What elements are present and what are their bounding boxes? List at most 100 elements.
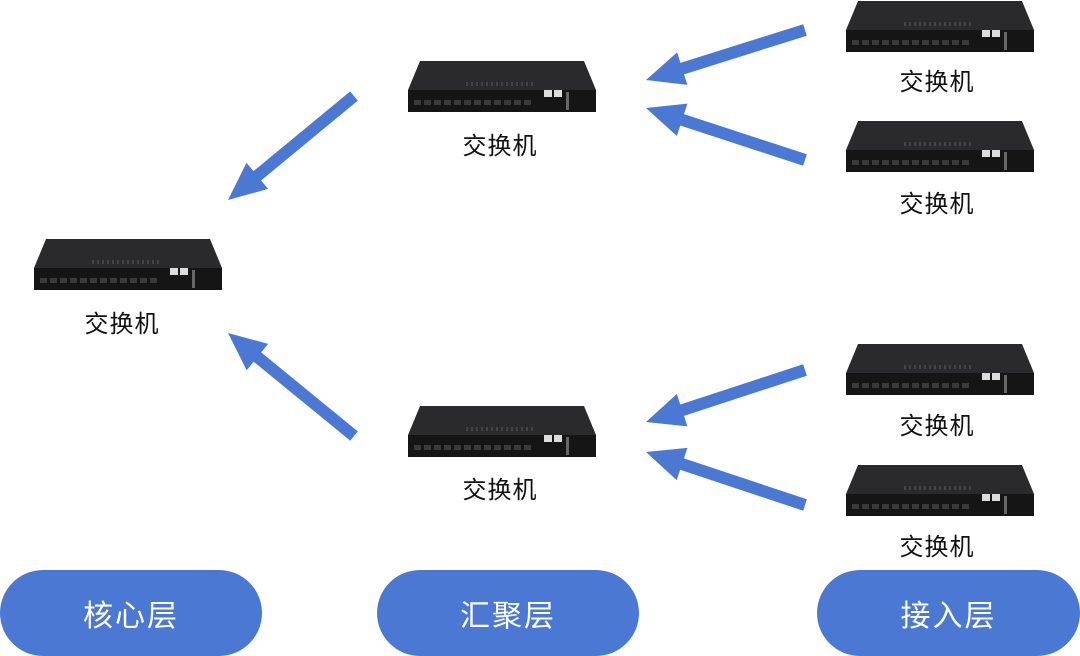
switch-port [464,100,471,105]
switch-port [942,504,949,509]
switch-vent [909,486,911,490]
switch-port [120,278,127,283]
switch-port [434,445,441,450]
switch-port [942,40,949,45]
network-switch-graphic [408,406,596,457]
switch-vent [969,486,971,490]
aggregation-switch-top-label: 交换机 [462,132,538,160]
switch-vent [914,365,916,369]
switch-vent [959,142,961,146]
switch-port [140,278,147,283]
network-switch-graphic [846,121,1034,172]
switch-vent [904,365,906,369]
switch-vent [511,427,513,431]
switch-status-rail [1004,375,1007,393]
switch-vent [491,427,493,431]
switch-port [932,504,939,509]
switch-rj45-port [180,268,188,275]
switch-vent [939,365,941,369]
switch-vent [934,365,936,369]
switch-port [862,504,869,509]
switch-port [952,40,959,45]
switch-port [962,383,969,388]
switch-vent [939,486,941,490]
switch-vent [939,22,941,26]
switch-port [912,383,919,388]
switch-port [494,445,501,450]
switch-vent [919,22,921,26]
network-switch-graphic [846,1,1034,52]
switch-vent [132,260,134,264]
switch-port [130,278,137,283]
switch-rj45-port [544,90,552,97]
switch-port [912,504,919,509]
switch-vent [904,142,906,146]
layer-access-pill: 接入层 [817,570,1080,656]
switch-vent [117,260,119,264]
switch-vent [959,22,961,26]
layer-aggregation-pill: 汇聚层 [377,570,639,656]
switch-vent [964,22,966,26]
switch-vent [909,22,911,26]
switch-port [892,40,899,45]
switch-port [892,504,899,509]
switch-port [872,383,879,388]
switch-port [524,445,531,450]
switch-vent [466,82,468,86]
switch-vent [914,142,916,146]
switch-port [504,445,511,450]
switch-port [902,504,909,509]
switch-vent [969,142,971,146]
switch-port [892,383,899,388]
switch-top-surface [846,121,1034,150]
switch-port [444,445,451,450]
switch-port [952,504,959,509]
switch-vent [909,365,911,369]
switch-rj45-port [992,494,1000,501]
switch-port [952,383,959,388]
switch-vent [142,260,144,264]
switch-rj45-port [982,150,990,157]
access-switch-4-label: 交换机 [899,533,975,561]
switch-vent [511,82,513,86]
switch-vent [531,82,533,86]
switch-port [852,40,859,45]
switch-vent [526,82,528,86]
switch-port [962,40,969,45]
switch-port [524,100,531,105]
switch-port [504,100,511,105]
access-switch-1-label: 交换机 [899,68,975,96]
switch-vent [954,142,956,146]
switch-status-rail [566,92,569,110]
switch-port [80,278,87,283]
switch-top-surface [846,344,1034,373]
switch-vent [964,486,966,490]
switch-port [922,383,929,388]
switch-port [494,100,501,105]
switch-port [962,504,969,509]
switch-vent [481,82,483,86]
switch-vent [949,22,951,26]
switch-vent [526,427,528,431]
switch-vent [476,82,478,86]
switch-port [882,383,889,388]
switch-vent [476,427,478,431]
switch-vent [112,260,114,264]
switch-status-rail [566,437,569,455]
switch-vent [97,260,99,264]
switch-port [60,278,67,283]
switch-port [90,278,97,283]
switch-port [434,100,441,105]
switch-port [414,100,421,105]
switch-port [902,383,909,388]
switch-vent [939,142,941,146]
switch-port [852,383,859,388]
switch-vent [531,427,533,431]
switch-port [474,100,481,105]
switch-vent [954,365,956,369]
network-switch-graphic [408,61,596,112]
switch-status-rail [192,270,195,288]
switch-vent [516,427,518,431]
arrow-access4-to-agg-bottom [646,447,807,511]
